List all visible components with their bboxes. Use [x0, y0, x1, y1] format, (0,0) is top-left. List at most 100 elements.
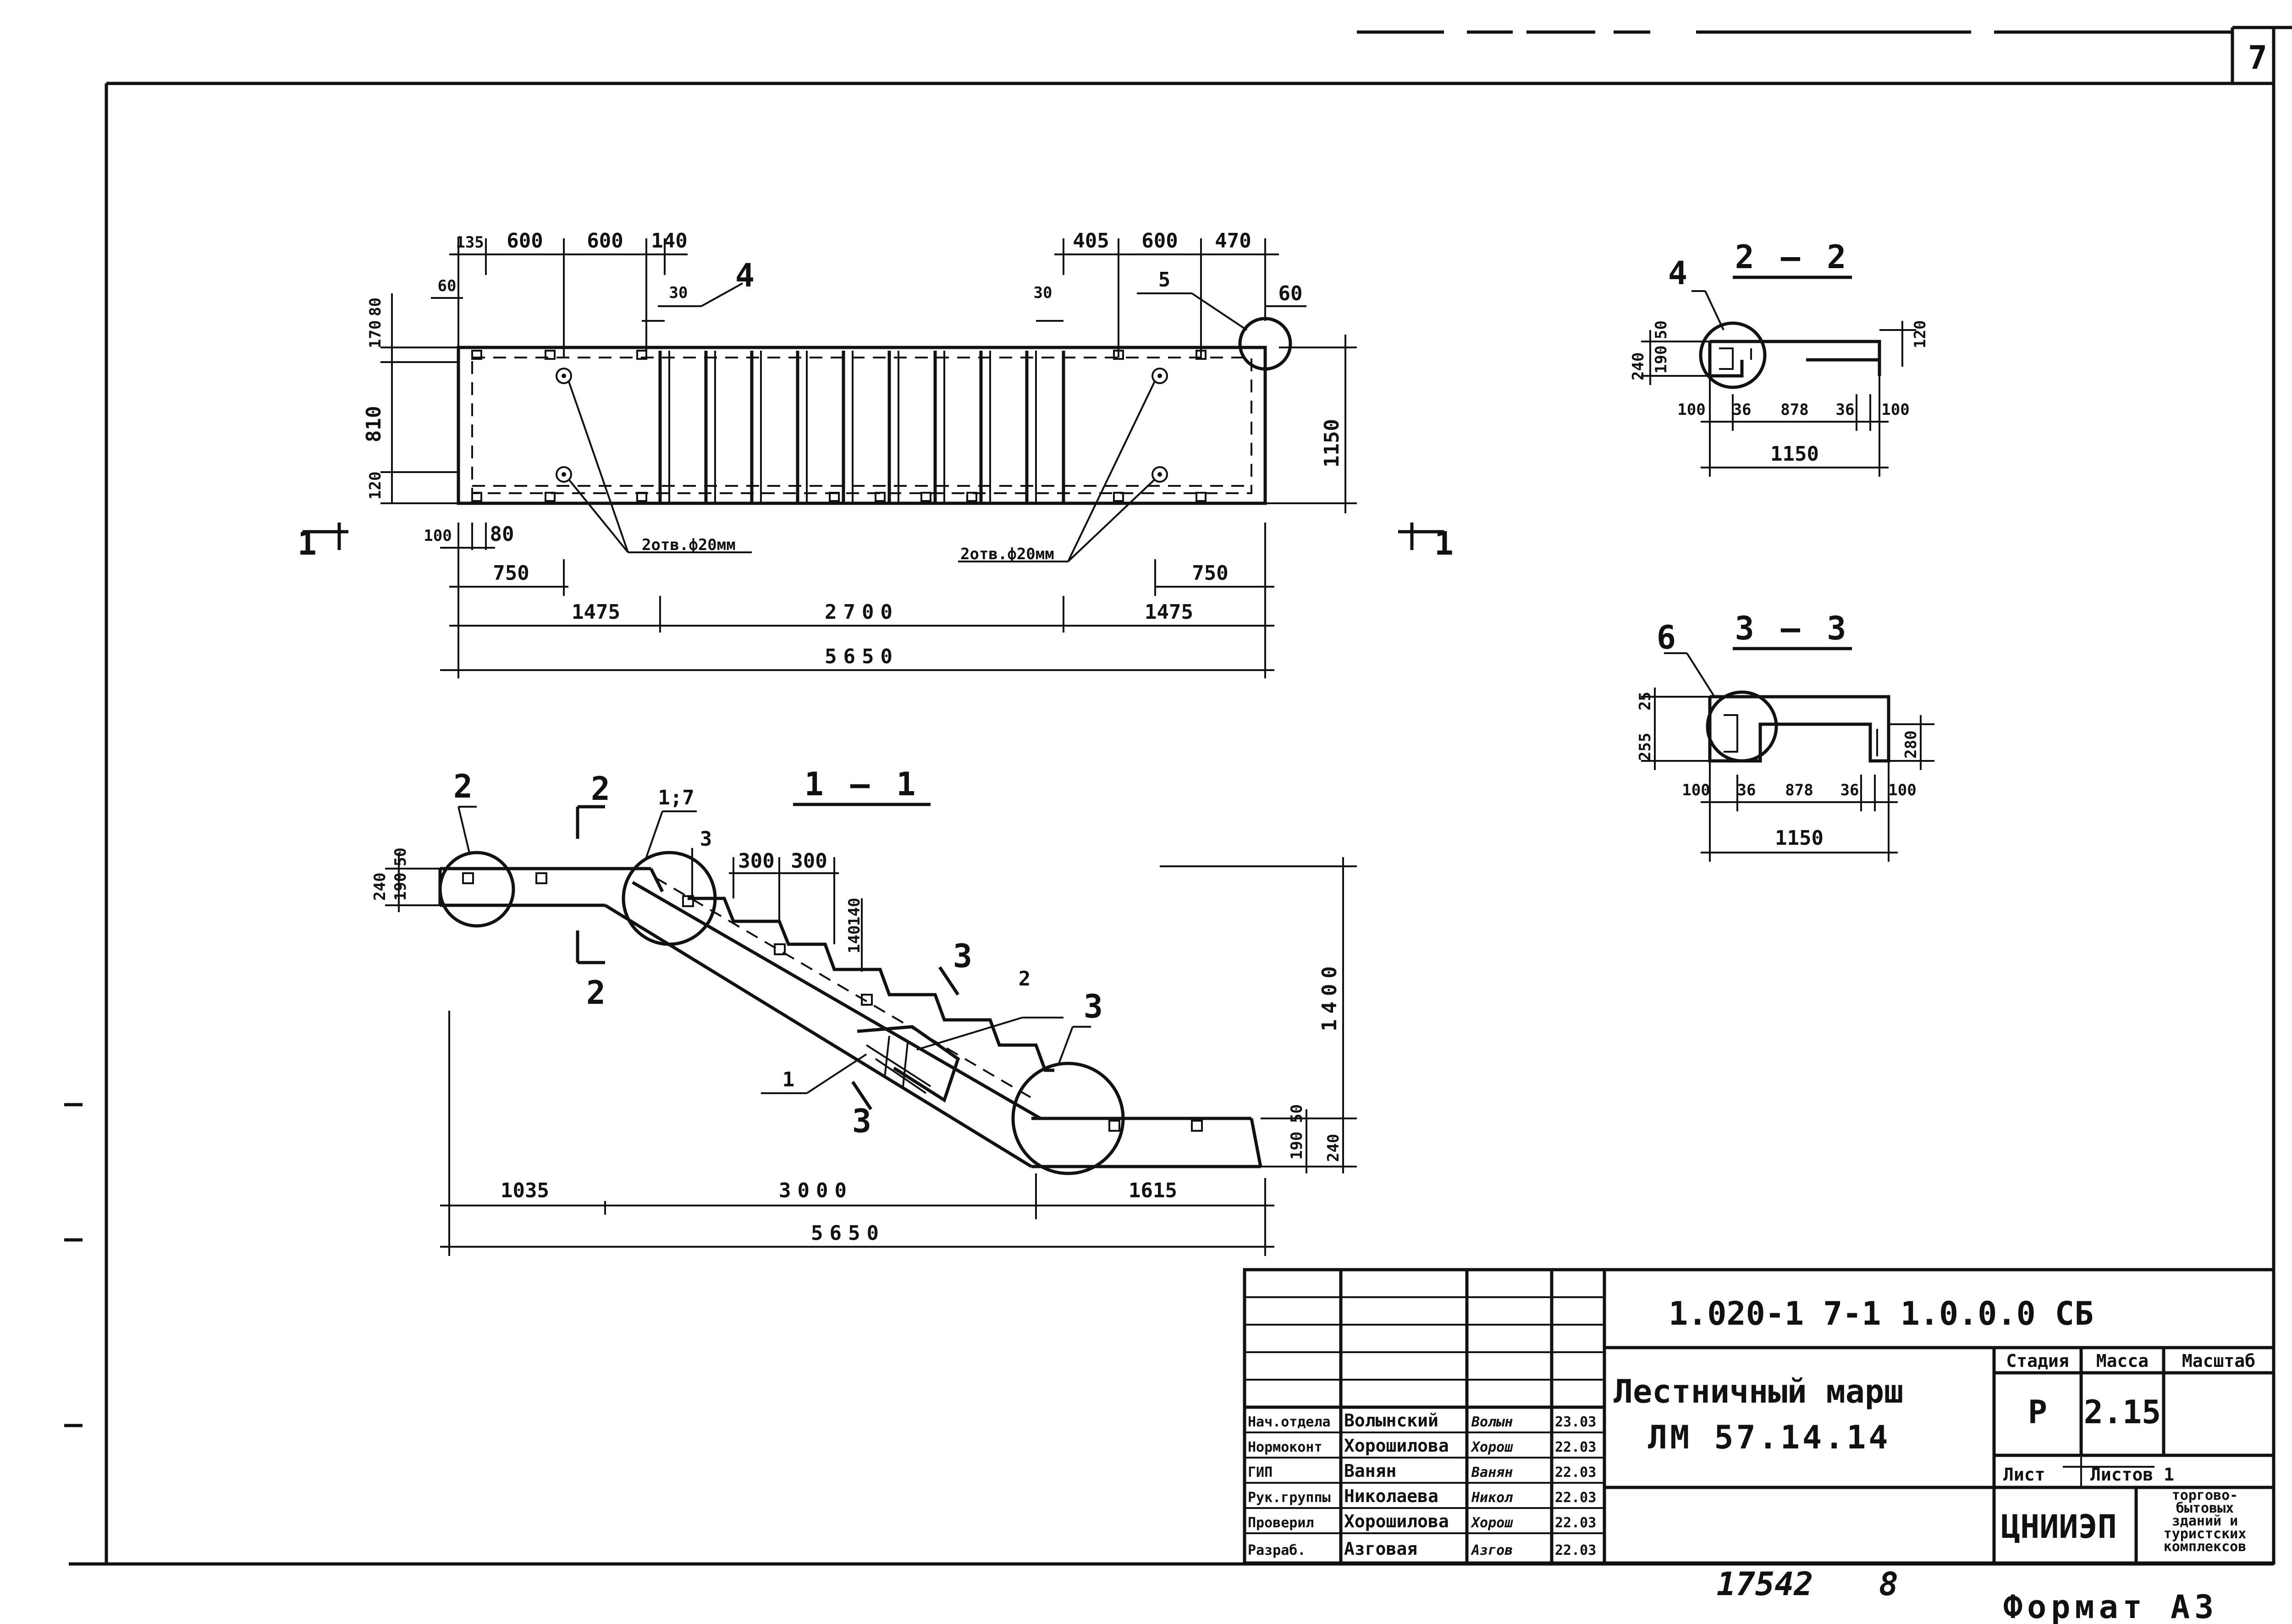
plan-leader-5: 5	[1158, 268, 1171, 292]
plan-dim-60-right: 60	[1278, 282, 1303, 305]
plan-dim-5650: 5650	[825, 645, 899, 668]
person-role: Проверил	[1248, 1515, 1314, 1531]
person-name: Хорошилова	[1344, 1511, 1449, 1531]
person-sign: Азгов	[1471, 1542, 1513, 1558]
plan-left-810: 810	[362, 406, 386, 442]
title-stage-value: Р	[2028, 1393, 2047, 1431]
elevation-title: 1 — 1	[804, 765, 920, 803]
plan-dim-30-right: 30	[1034, 284, 1052, 302]
person-sign: Ванян	[1471, 1464, 1513, 1481]
plan-dim-135: 135	[456, 233, 484, 252]
title-col-scale: Масштаб	[2182, 1351, 2255, 1371]
title-org-desc-3: зданий и	[2172, 1513, 2238, 1529]
plan-embed-plates	[471, 350, 1207, 502]
title-col-mass: Масса	[2096, 1351, 2149, 1371]
title-org-desc-1: торгово-	[2172, 1487, 2238, 1503]
plan-dim-30-left: 30	[669, 284, 688, 302]
elevation-cut-2-bottom: 2	[586, 974, 606, 1012]
person-date: 22.03	[1555, 1490, 1596, 1506]
elevation-leader-2: 2	[453, 768, 473, 805]
title-name-line1: Лестничный марш	[1614, 1373, 1903, 1410]
elevation-riser-140a: 140	[845, 925, 864, 953]
plan-view	[431, 238, 1306, 562]
person-date: 23.03	[1555, 1414, 1596, 1430]
section-3-3-leader: 6	[1657, 619, 1676, 656]
section-2-2-dim-240: 240	[1629, 352, 1647, 380]
elevation-cut-3-bottom: 3	[852, 1102, 871, 1140]
section-3-3-dim-255: 255	[1636, 733, 1654, 761]
person-date: 22.03	[1555, 1439, 1596, 1455]
section-2-2-dim-100a: 100	[1677, 401, 1705, 419]
elevation-height-1400: 1400	[1318, 961, 1341, 1031]
plan-bottom-dims	[303, 523, 1444, 678]
elevation-dim-1615: 1615	[1129, 1179, 1177, 1202]
section-3-3-detail-circle	[1706, 690, 1778, 763]
plan-dim-80: 80	[490, 523, 514, 546]
plan-dim-600a: 600	[507, 229, 543, 253]
plan-height-1150: 1150	[1320, 419, 1344, 468]
plan-dim-750-left: 750	[493, 562, 529, 585]
section-3-3-dim-280: 280	[1902, 731, 1920, 759]
elevation-step-300b: 300	[791, 849, 827, 873]
section-2-2-dim-100b: 100	[1881, 401, 1909, 419]
elevation-riser-140b: 140	[845, 898, 864, 926]
section-2-2-dim-190: 190	[1652, 346, 1670, 374]
person-date: 22.03	[1555, 1542, 1596, 1558]
person-name: Николаева	[1344, 1486, 1438, 1506]
elevation-cut-3-top: 3	[953, 937, 972, 975]
plan-slab-outline	[457, 346, 1267, 505]
archive-number: 17542	[1717, 1565, 1813, 1603]
plan-section-mark-left: 1	[298, 525, 317, 562]
title-people: Нач.отдела Волынский Волын 23.03 Нормоко…	[1248, 1410, 1596, 1559]
section-2-2-total: 1150	[1770, 442, 1819, 466]
plan-dim-1475-right: 1475	[1145, 600, 1193, 624]
title-org-desc-2: бытовых	[2176, 1500, 2234, 1516]
person-sign: Хорош	[1470, 1515, 1513, 1531]
plan-dim-750-right: 750	[1192, 562, 1228, 585]
plan-dim-60-left: 60	[438, 277, 457, 295]
elevation-left-190: 190	[391, 873, 410, 901]
section-3-3-dim-36a: 36	[1737, 781, 1756, 799]
section-2-2-title: 2 — 2	[1735, 238, 1850, 276]
person-name: Азговая	[1344, 1539, 1417, 1559]
person-sign: Волын	[1471, 1414, 1513, 1430]
title-doc-code: 1.020-1 7-1 1.0.0.0 СБ	[1669, 1295, 2094, 1332]
person-name: Хорошилова	[1344, 1436, 1449, 1456]
plan-left-80: 80	[366, 297, 385, 316]
title-org-desc-5: комплексов	[2164, 1539, 2247, 1555]
section-3-3-dim-36b: 36	[1840, 781, 1859, 799]
plan-left-dims	[380, 293, 458, 504]
plan-leader-4: 4	[735, 257, 755, 294]
section-2-2-dim-36a: 36	[1733, 401, 1752, 419]
section-2-2-detail-circle	[1699, 321, 1767, 389]
plan-dim-405: 405	[1073, 229, 1109, 253]
plan-hole-note-right: 2отв.ф20мм	[960, 545, 1054, 563]
section-3-3-dim-878: 878	[1785, 781, 1813, 799]
section-2-2-leader: 4	[1668, 254, 1687, 292]
person-role: Нормоконт	[1248, 1439, 1322, 1455]
plan-dim-100: 100	[424, 527, 452, 545]
plan-dim-470: 470	[1215, 229, 1251, 253]
person-date: 22.03	[1555, 1464, 1596, 1481]
elevation-left-50: 50	[391, 848, 410, 866]
sheet-number: 7	[2248, 39, 2267, 77]
title-sheets-label: Листов 1	[2090, 1464, 2174, 1485]
plan-dim-600b: 600	[587, 229, 623, 253]
section-2-2-dim-50: 50	[1652, 320, 1670, 339]
elevation-dim-5650: 5650	[811, 1222, 885, 1245]
plan-right-dim	[1265, 335, 1357, 513]
section-3-3	[1641, 647, 1934, 862]
elevation-dim-1035: 1035	[501, 1179, 549, 1202]
section-2-2-dim-878: 878	[1780, 401, 1808, 419]
elevation-left-240: 240	[371, 873, 389, 901]
elevation-cut-2-top: 2	[591, 770, 610, 808]
elevation-dim-3000: 3000	[779, 1179, 853, 1202]
elevation-right-240: 240	[1324, 1134, 1343, 1162]
plan-left-170: 170	[366, 320, 385, 348]
elevation-leader-1-7: 1;7	[658, 786, 694, 809]
section-3-3-total: 1150	[1775, 826, 1824, 850]
plan-dim-2700: 2700	[825, 600, 899, 624]
elevation-detail-circle-2	[438, 851, 515, 928]
person-name: Ванян	[1344, 1461, 1396, 1481]
archive-page: 8	[1879, 1565, 1898, 1603]
